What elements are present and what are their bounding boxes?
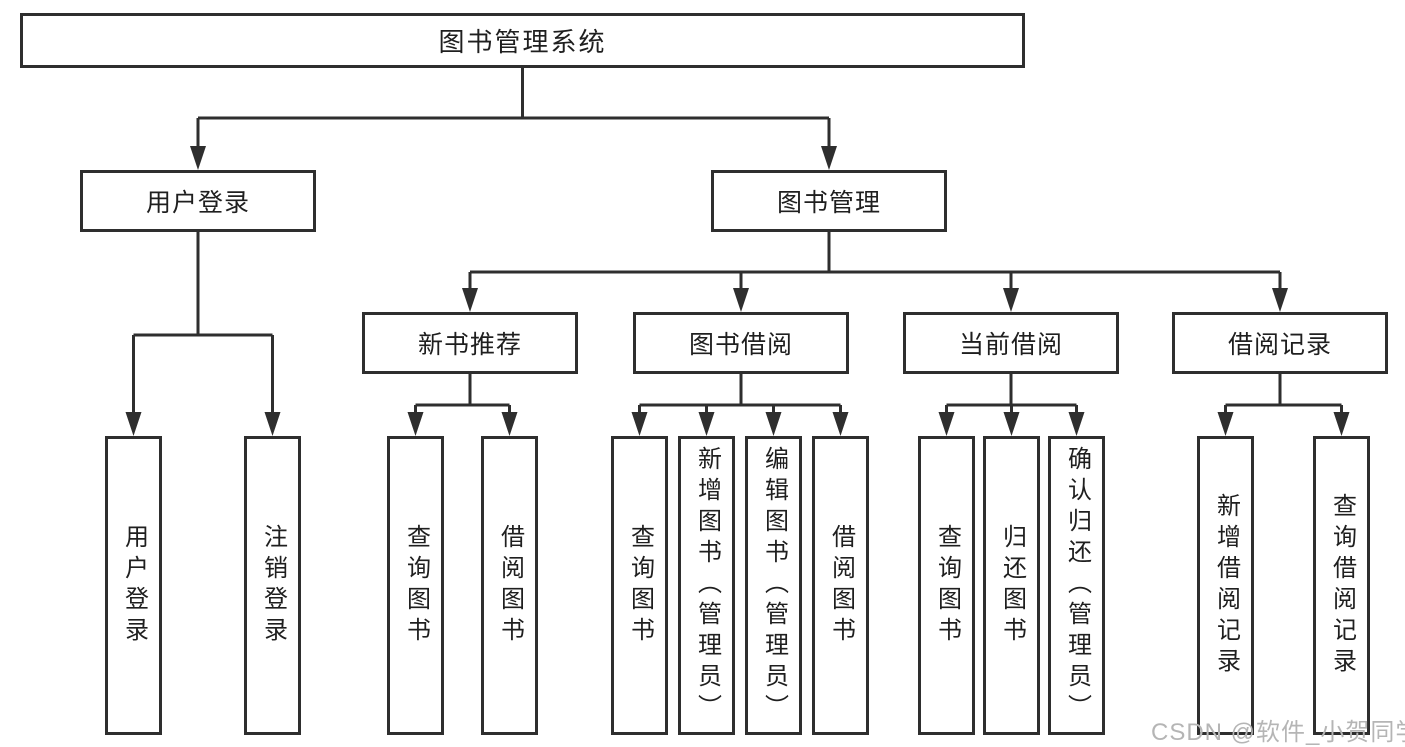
node-current-borrowing: 当前借阅 (903, 312, 1119, 374)
node-book-borrowing-label: 图书借阅 (688, 331, 793, 359)
leaf-nbr-query-books-label: 查询图书 (402, 523, 430, 648)
connector-group-root (190, 68, 837, 170)
leaf-bb-edit-books-admin-label: 编辑图书（管理员） (760, 446, 788, 725)
leaf-nbr-query-books: 查询图书 (387, 436, 444, 735)
connector-group-user-login (125, 232, 281, 436)
leaf-bb-borrow-books-label: 借阅图书 (827, 523, 855, 648)
leaf-bb-query-books: 查询图书 (611, 436, 668, 735)
node-user-login: 用户登录 (80, 170, 316, 232)
node-new-book-recommend: 新书推荐 (362, 312, 578, 374)
node-new-book-recommend-label: 新书推荐 (417, 331, 522, 359)
connector-group-book-borrowing (631, 374, 849, 436)
leaf-bb-query-books-label: 查询图书 (626, 523, 654, 648)
leaf-logout: 注销登录 (244, 436, 301, 735)
leaf-nbr-borrow-books-label: 借阅图书 (496, 523, 524, 648)
leaf-bb-borrow-books: 借阅图书 (812, 436, 869, 735)
leaf-bb-edit-books-admin: 编辑图书（管理员） (745, 436, 802, 735)
leaf-cb-confirm-return-admin-label: 确认归还（管理员） (1063, 446, 1091, 725)
leaf-nbr-borrow-books: 借阅图书 (481, 436, 538, 735)
leaf-br-query-record: 查询借阅记录 (1313, 436, 1370, 735)
leaf-cb-return-books: 归还图书 (983, 436, 1040, 735)
leaf-bb-add-books-admin: 新增图书（管理员） (678, 436, 735, 735)
node-book-borrowing: 图书借阅 (633, 312, 849, 374)
leaf-user-login-label: 用户登录 (120, 523, 148, 648)
leaf-cb-return-books-label: 归还图书 (998, 523, 1026, 648)
leaf-cb-query-books: 查询图书 (918, 436, 975, 735)
leaf-user-login: 用户登录 (105, 436, 162, 735)
node-borrow-records: 借阅记录 (1172, 312, 1388, 374)
leaf-br-query-record-label: 查询借阅记录 (1328, 492, 1356, 679)
node-root: 图书管理系统 (20, 13, 1025, 68)
node-borrow-records-label: 借阅记录 (1227, 331, 1332, 359)
leaf-logout-label: 注销登录 (259, 523, 287, 648)
connector-group-current-borrowing (938, 374, 1085, 436)
leaf-cb-confirm-return-admin: 确认归还（管理员） (1048, 436, 1105, 735)
node-book-management: 图书管理 (711, 170, 947, 232)
leaf-br-add-record-label: 新增借阅记录 (1212, 492, 1240, 679)
leaf-bb-add-books-admin-label: 新增图书（管理员） (693, 446, 721, 725)
node-root-label: 图书管理系统 (438, 27, 607, 57)
connector-group-new-book-recommend (407, 374, 518, 436)
connector-group-book-management (462, 232, 1288, 312)
node-user-login-label: 用户登录 (145, 189, 250, 217)
leaf-cb-query-books-label: 查询图书 (933, 523, 961, 648)
node-book-management-label: 图书管理 (776, 189, 881, 217)
watermark: CSDN @软件_小贺同学 (1151, 719, 1405, 746)
leaf-br-add-record: 新增借阅记录 (1197, 436, 1254, 735)
connector-group-borrow-records (1217, 374, 1350, 436)
node-current-borrowing-label: 当前借阅 (958, 331, 1063, 359)
